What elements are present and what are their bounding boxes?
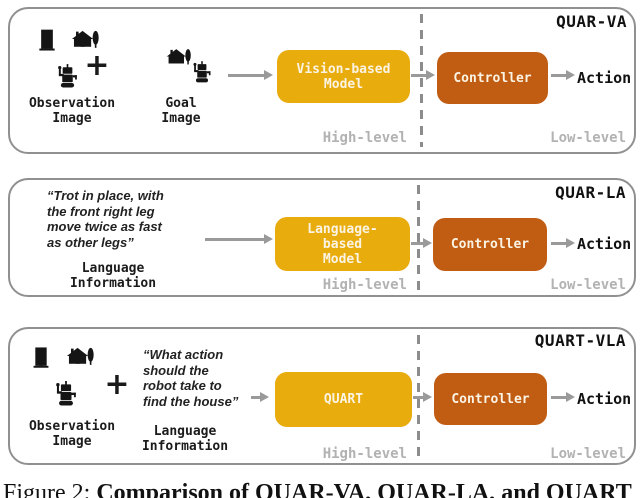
arrow-right-icon	[551, 70, 575, 81]
high-level-label: High-level	[322, 446, 407, 462]
action-label: Action	[577, 390, 632, 408]
panel-quar-la: QUAR-LA “Trot in place, with the front r…	[8, 178, 636, 297]
low-level-label: Low-level	[550, 277, 626, 293]
panel-title: QUAR-VA	[556, 12, 627, 31]
controller-box-label: Controller	[450, 237, 530, 252]
vision-based-model-box: Vision-based Model	[277, 50, 410, 103]
panel-title: QUAR-LA	[555, 183, 626, 202]
house-tree-icon	[166, 48, 191, 65]
robot-icon	[192, 61, 212, 83]
controller-box: Controller	[433, 218, 547, 271]
robot-icon	[55, 380, 77, 407]
high-level-label: High-level	[322, 277, 407, 293]
arrow-right-icon	[413, 392, 432, 403]
controller-box-label: Controller	[451, 391, 530, 407]
quart-model-box: QUART	[275, 372, 412, 427]
controller-box: Controller	[434, 373, 547, 425]
model-box-label: Vision-based Model	[296, 61, 391, 92]
arrow-right-icon	[551, 238, 575, 249]
high-level-label: High-level	[322, 130, 407, 146]
language-instruction-quote: “What action should the robot take to fi…	[143, 347, 239, 409]
goal-image-label: Goal Image	[161, 96, 201, 126]
arrow-right-icon	[411, 70, 435, 81]
caption-prefix: Figure 2:	[3, 480, 97, 498]
arrow-right-icon	[228, 70, 273, 81]
language-based-model-box: Language- based Model	[275, 217, 410, 271]
controller-box: Controller	[437, 52, 548, 104]
panel-title: QUART-VLA	[534, 331, 626, 350]
model-box-label: Language- based Model	[307, 221, 378, 267]
house-tree-icon	[66, 347, 94, 365]
action-label: Action	[577, 235, 632, 253]
language-information-label: Language Information	[141, 424, 229, 454]
house-tree-icon	[71, 30, 99, 48]
panel-quart-vla: QUART-VLA + “What action should the robo…	[8, 327, 636, 465]
observation-image-label: Observation Image	[28, 96, 116, 126]
language-instruction-quote: “Trot in place, with the front right leg…	[47, 188, 164, 250]
high-low-divider	[420, 14, 423, 147]
model-box-label: QUART	[323, 392, 364, 407]
building-icon	[32, 347, 50, 368]
controller-box-label: Controller	[453, 70, 532, 86]
caption-bold-text: Comparison of QUAR-VA, QUAR-LA, and QUAR…	[96, 480, 632, 498]
panel-quar-va: QUAR-VA + Observation Image Goal Image V…	[8, 7, 636, 154]
arrow-right-icon	[551, 392, 575, 403]
arrow-right-icon	[411, 238, 432, 249]
plus-sign: +	[104, 367, 130, 402]
observation-image-label: Observation Image	[28, 419, 116, 449]
high-low-divider	[417, 185, 420, 290]
building-icon	[38, 29, 56, 51]
low-level-label: Low-level	[550, 130, 626, 146]
figure-caption: Figure 2: Comparison of QUAR-VA, QUAR-LA…	[3, 480, 632, 498]
robot-icon	[57, 63, 78, 89]
action-label: Action	[577, 69, 632, 87]
arrow-right-icon	[205, 234, 273, 245]
arrow-right-icon	[251, 392, 269, 403]
plus-sign: +	[84, 48, 110, 83]
low-level-label: Low-level	[550, 446, 626, 462]
language-information-label: Language Information	[69, 261, 157, 291]
